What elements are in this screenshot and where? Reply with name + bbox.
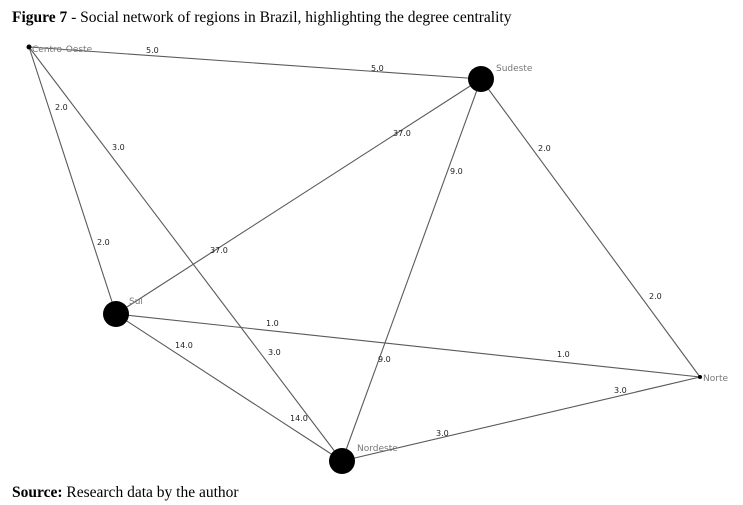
node-circle-centro-oeste [26,44,32,50]
edge-labels-layer: 5.0 5.0 2.0 2.0 3.0 3.0 37.0 37.0 9.0 9.0 2.0 2.0 1.… [55,46,662,438]
edge-sudeste-norte [480,78,701,378]
source-text: Research data by the author [62,484,239,501]
node-label-nordeste: Nordeste [357,444,398,454]
node-circle-sudeste [468,66,494,92]
edge-co-sul [28,46,117,315]
edge-weight-label-sudeste-nordeste: 9.0 [450,167,463,176]
edge-co-sudeste [28,46,482,80]
node-label-sudeste: Sudeste [496,64,533,74]
node-label-norte: Norte [703,374,728,384]
node-centro-oeste: Centro-Oeste [26,44,93,55]
node-label-centro-oeste: Centro-Oeste [32,45,93,55]
edge-weight-label-co-nordeste: 3.0 [268,348,281,357]
node-circle-sul [103,301,129,327]
node-nordeste: Nordeste [329,444,398,474]
source-label: Source: [12,484,63,501]
edge-sudeste-nordeste [341,78,482,462]
edge-co-nordeste [28,46,343,462]
node-norte: Norte [698,374,728,384]
source-note: Source: Research data by the author [12,484,239,502]
edge-weight-label-nordeste-norte: 3.0 [614,386,627,395]
node-circle-nordeste [329,448,355,474]
edge-weight-label-co-sudeste: 5.0 [146,46,159,55]
node-sudeste: Sudeste [468,64,533,92]
edge-sul-sudeste [115,78,482,315]
edge-weight-label-co-sudeste: 5.0 [371,64,384,73]
node-label-sul: Sul [129,297,143,307]
edge-sul-norte [115,313,701,378]
edge-weight-label-sudeste-norte: 2.0 [538,144,551,153]
edge-weight-label-nordeste-norte: 3.0 [436,429,449,438]
edge-weight-label-sudeste-norte: 2.0 [649,292,662,301]
figure-title: - Social network of regions in Brazil, h… [67,9,512,26]
edge-sul-nordeste [115,313,343,462]
edge-weight-label-sul-nordeste: 14.0 [290,414,308,423]
edge-weight-label-co-sul: 2.0 [55,103,68,112]
node-sul: Sul [103,297,143,327]
edge-weight-label-sul-sudeste: 37.0 [393,129,411,138]
edge-nordeste-norte [341,376,701,462]
edge-weight-label-sul-nordeste: 14.0 [175,341,193,350]
edge-weight-label-co-sul: 2.0 [97,238,110,247]
node-circle-norte [698,375,702,379]
figure-number: Figure 7 [12,9,68,26]
edge-weight-label-co-nordeste: 3.0 [112,143,125,152]
edges-layer [28,46,701,462]
edge-weight-label-sul-norte: 1.0 [557,350,570,359]
edge-weight-label-sul-norte: 1.0 [266,319,279,328]
figure-caption: Figure 7 - Social network of regions in … [12,9,511,27]
edge-weight-label-sudeste-nordeste: 9.0 [378,355,391,364]
edge-weight-label-sul-sudeste: 37.0 [210,246,228,255]
